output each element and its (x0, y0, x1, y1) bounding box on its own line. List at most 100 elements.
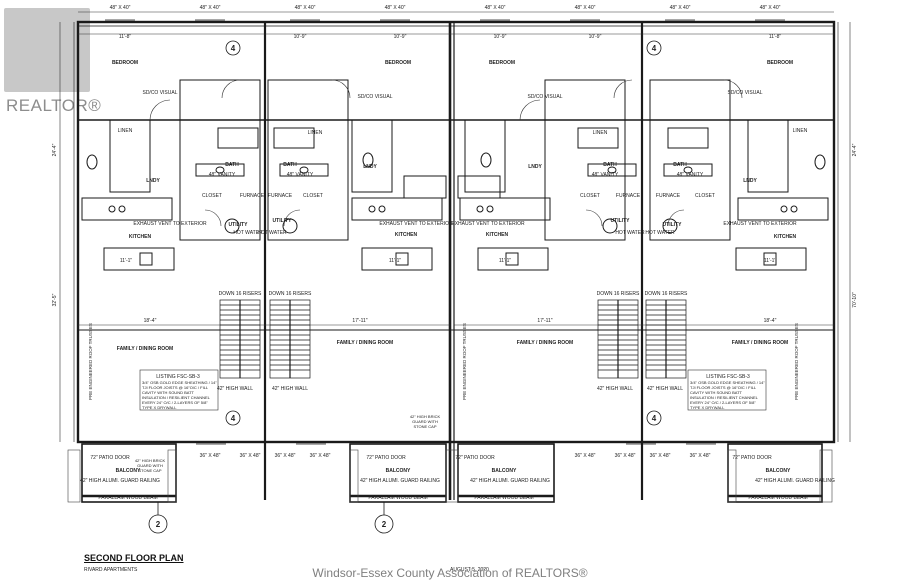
furnace-label: FURNACE (268, 193, 293, 199)
railing-label: 42" HIGH ALUMI. GUARD RAILING (755, 478, 835, 484)
kitchens (81, 197, 829, 271)
grid-marks (148, 40, 662, 534)
windows (96, 19, 786, 445)
utility-label: UTILITY (611, 218, 631, 224)
truss-note: PRE ENGINEERED ROOF TRUSSES (462, 323, 467, 400)
smoke-detector-label: SD/CO VISUAL (727, 90, 762, 96)
window-label: 48" X 40" (670, 5, 691, 11)
sheet-title: SECOND FLOOR PLAN (84, 553, 184, 563)
unit-width-dimension: 18'-4" (764, 318, 777, 324)
grid-mark-bubble (225, 40, 241, 56)
vanity-label: 48" VANITY (287, 172, 314, 178)
window-label: 48" X 40" (485, 5, 506, 11)
brick-guard-note: 42" HIGH BRICK GUARD WITH STONE CAP (134, 458, 166, 473)
furnace-label: FURNACE (616, 193, 641, 199)
watermark-text: Windsor-Essex County Association of REAL… (312, 566, 588, 580)
brick-guard-note: 42" HIGH BRICK GUARD WITH STONE CAP (409, 414, 441, 429)
grid-mark-label: 4 (231, 44, 236, 53)
vanity-label: 48" VANITY (677, 172, 704, 178)
family-room-label: FAMILY / DINING ROOM (517, 340, 573, 346)
window-label: 48" X 40" (575, 5, 596, 11)
balcony-label: BALCONY (386, 468, 411, 474)
bedroom-dimension: 10'-9" (294, 34, 307, 40)
bedroom-dimension: 11'-8" (119, 34, 132, 40)
bath-label: BATH (603, 162, 617, 168)
truss-note: PRE ENGINEERED ROOF TRUSSES (794, 323, 799, 400)
listing-note: LISTING FSC-SB-3 (706, 374, 750, 380)
hot-water-label: HOT WATER (615, 230, 645, 236)
bedroom-label: BEDROOM (112, 60, 138, 66)
grid-mark-bubble (225, 410, 241, 426)
listing-note: LISTING FSC-SB-3 (156, 374, 200, 380)
unit-width-dimension: 17'-11" (352, 318, 367, 324)
sheet-subtitle: RIVARD APARTMENTS (84, 567, 138, 573)
beam-label: PARALLAM WOOD BEAM (474, 495, 533, 501)
realtor-logo-icon (4, 8, 90, 92)
smoke-detector-label: SD/CO VISUAL (527, 94, 562, 100)
unit-3-labels: BEDROOM SD/CO VISUAL BATH 48" VANITY CLO… (451, 60, 645, 501)
grid-mark-bubble (646, 40, 662, 56)
door-label: 36" X 48" (310, 453, 331, 459)
kitchen-dimension: 11'-1" (499, 258, 512, 264)
window-label: 48" X 40" (110, 5, 131, 11)
utility-label: UTILITY (663, 222, 683, 228)
window-label: 48" X 40" (295, 5, 316, 11)
unit-width-dimension: 17'-11" (537, 318, 552, 324)
side-dimension: 32'-5" (52, 293, 58, 306)
family-room-label: FAMILY / DINING ROOM (337, 340, 393, 346)
dimension-labels: 18'-4" 17'-11" 17'-11" 18'-4" 11'-1" 11'… (52, 34, 858, 324)
service-cores (86, 79, 826, 241)
linen-label: LINEN (793, 128, 808, 134)
exhaust-label: EXHAUST VENT TO EXTERIOR (379, 221, 453, 227)
hot-water-label: HOT WATER (257, 230, 287, 236)
smoke-detector-label: SD/CO VISUAL (142, 90, 177, 96)
patio-door-label: 72" PATIO DOOR (732, 455, 772, 461)
kitchen-dimension: 11'-1" (120, 258, 133, 264)
wall-label: 42" HIGH WALL (597, 386, 633, 392)
railing-label: 42" HIGH ALUMI. GUARD RAILING (80, 478, 160, 484)
grid-mark-labels: 4 4 4 4 2 2 (156, 44, 657, 529)
door-label: 36" X 48" (240, 453, 261, 459)
linen-label: LINEN (118, 128, 133, 134)
beam-label: PARALLAM WOOD BEAM (98, 495, 157, 501)
laundry-label: LNDY (743, 178, 757, 184)
kitchen-label: KITCHEN (774, 234, 797, 240)
unit-width-dimension: 18'-4" (144, 318, 157, 324)
balcony-label: BALCONY (116, 468, 141, 474)
kitchen-label: KITCHEN (129, 234, 152, 240)
patio-door-label: 72" PATIO DOOR (90, 455, 130, 461)
stairs (219, 299, 687, 379)
window-label: 48" X 40" (760, 5, 781, 11)
kitchen-dimension: 11'-1" (764, 258, 777, 264)
stair-note: DOWN 16 RISERS (269, 291, 312, 297)
door-label: 36" X 48" (200, 453, 221, 459)
grid-mark-label: 4 (652, 44, 657, 53)
door-labels: 36" X 48" 36" X 48" 36" X 48" 36" X 48" … (200, 453, 711, 459)
building-outline (73, 20, 839, 500)
bedroom-dimension: 10'-9" (394, 34, 407, 40)
furnace-label: FURNACE (656, 193, 681, 199)
furnace-label: FURNACE (240, 193, 265, 199)
side-dimension: 70'-10" (852, 292, 858, 308)
exhaust-label: EXHAUST VENT TO EXTERIOR (451, 221, 525, 227)
kitchen-label: KITCHEN (395, 232, 418, 238)
railing-label: 42" HIGH ALUMI. GUARD RAILING (470, 478, 550, 484)
wall-label: 42" HIGH WALL (647, 386, 683, 392)
sheet-date: AUGUST 5, 2020 (450, 567, 489, 573)
grid-mark-label: 2 (156, 520, 161, 529)
bedroom-label: BEDROOM (767, 60, 793, 66)
beam-label: PARALLAM WOOD BEAM (748, 495, 807, 501)
vanity-label: 48" VANITY (209, 172, 236, 178)
door-label: 36" X 48" (615, 453, 636, 459)
linen-label: LINEN (308, 130, 323, 136)
exhaust-label: EXHAUST VENT TO EXTERIOR (723, 221, 797, 227)
bedroom-dimension: 10'-9" (589, 34, 602, 40)
balcony-label: BALCONY (492, 468, 517, 474)
laundry-label: LNDY (528, 164, 542, 170)
side-dimension: 24'-4" (52, 143, 58, 156)
bedroom-label: BEDROOM (385, 60, 411, 66)
door-label: 36" X 48" (650, 453, 671, 459)
assembly-note: 3/4" OSB GOLD EDGE SHEATHING / 14" TJI F… (690, 380, 765, 410)
balconies (81, 443, 823, 503)
bedroom-dimension: 10'-9" (494, 34, 507, 40)
